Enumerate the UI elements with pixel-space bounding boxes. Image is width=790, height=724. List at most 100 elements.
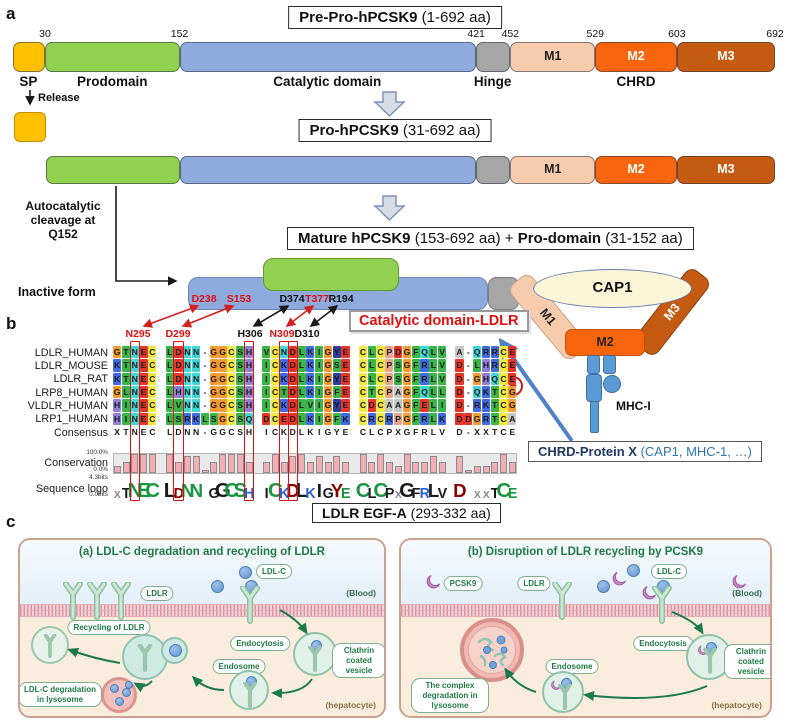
alignment-cell: D <box>288 386 297 399</box>
logo-letter: L <box>163 478 177 502</box>
logo-letter: D <box>453 480 467 502</box>
alignment-cell: E <box>508 359 517 372</box>
alignment-cell: N <box>183 372 192 385</box>
mhc-body <box>586 374 602 402</box>
ldlc-particle <box>211 580 224 593</box>
alignment-cell: V <box>439 427 446 438</box>
bar2-segment-hinge <box>476 156 511 184</box>
alignment-cell: G <box>323 412 333 425</box>
bar1-segment-m1: M1 <box>510 42 596 72</box>
alignment-cell: P <box>385 346 394 359</box>
alignment-cell: G <box>113 386 122 399</box>
alignment-cell: L <box>297 359 306 372</box>
alignment-row-name: Consensus <box>53 426 108 439</box>
alignment-cell: C <box>148 412 157 425</box>
alignment-cell: N <box>192 359 201 372</box>
alignment-cell: T <box>492 427 498 438</box>
conservation-bar <box>262 461 271 473</box>
alignment-cell: L <box>367 359 376 372</box>
blood-label-left: (Blood) <box>346 588 376 598</box>
cleavage-label: Autocatalytic cleavage at Q152 <box>14 199 112 241</box>
logo-letter: N <box>180 480 195 502</box>
alignment-cell: V <box>438 346 447 359</box>
alignment-cell: L <box>165 359 174 372</box>
title-preprohpcsk9-rest: (1-692 aa) <box>417 9 491 26</box>
conservation-bar <box>368 461 376 473</box>
logo-letter: L <box>367 485 377 502</box>
alignment-cell: C <box>148 346 157 359</box>
alignment-cell: C <box>271 372 280 385</box>
conservation-bar <box>201 470 209 473</box>
alignment-cell: C <box>376 412 385 425</box>
alignment-cell: S <box>174 412 183 425</box>
alignment-cell: D <box>455 372 464 385</box>
alignment-cell: L <box>298 427 305 438</box>
conservation-bar <box>324 461 332 473</box>
site-annotation-R194: R194 <box>328 293 354 305</box>
released-sp-box <box>14 112 46 142</box>
logo-letter: L <box>427 480 440 502</box>
highlight-column <box>243 341 255 501</box>
title-mature-bold1: Mature hPCSK9 <box>298 230 411 247</box>
alignment-cell: S <box>236 359 245 372</box>
alignment-cell: K <box>307 427 314 438</box>
alignment-cell: C <box>499 359 508 372</box>
alignment-cell: V <box>306 399 315 412</box>
alignment-cell: E <box>139 386 148 399</box>
down-block-arrow-2 <box>373 195 406 222</box>
hepatocyte-label-right: (hepatocyte) <box>711 700 762 710</box>
alignment-cell: C <box>358 372 368 385</box>
conservation-bar <box>421 461 429 473</box>
alignment-cell: - <box>203 373 207 384</box>
alignment-cell: N <box>130 386 139 399</box>
alignment-cell: H <box>113 412 122 425</box>
ldlc-pill-left: LDL-C <box>256 564 292 579</box>
chrd-protein-x-box: CHRD-Protein X (CAP1, MHC-1, …) <box>528 441 762 462</box>
title-mature-rest2: (31-152 aa) <box>601 230 683 247</box>
alignment-cell: C <box>227 386 236 399</box>
alignment-cell: I <box>315 412 324 425</box>
ldlc-in-lysosome <box>115 697 124 706</box>
conservation-max: 100.0% <box>86 449 108 456</box>
alignment-cell: G <box>473 412 482 425</box>
conservation-bar <box>385 461 394 473</box>
conservation-bar <box>464 470 473 473</box>
panel-c-label: c <box>6 512 16 531</box>
residue-label-D310: D310 <box>294 328 320 340</box>
bar1-tick: 452 <box>501 28 520 40</box>
alignment-cell: L <box>430 427 436 438</box>
alignment-cell: I <box>121 399 131 412</box>
alignment-cell: L <box>165 412 174 425</box>
ldlr-pill-left: LDLR <box>140 586 174 601</box>
alignment-cell: X <box>474 427 481 438</box>
cleavage-line1: Autocatalytic <box>25 199 101 213</box>
chrd-protein-x-bold: CHRD-Protein X <box>538 444 637 459</box>
pcsk9-icon <box>732 575 746 589</box>
alignment-cell: C <box>149 427 156 438</box>
alignment-cell: X <box>395 427 402 438</box>
conservation-bar <box>245 461 253 473</box>
conservation-bar <box>438 461 446 473</box>
receptor-in-sorting-icon <box>137 644 153 672</box>
alignment-cell: K <box>279 359 289 372</box>
panel-a-label: a <box>6 4 16 23</box>
alignment-cell: D <box>288 359 297 372</box>
alignment-cell: E <box>508 372 517 385</box>
receptor-in-endosome-icon <box>243 682 257 708</box>
alignment-cell: I <box>262 359 271 372</box>
alignment-cell: Y <box>333 427 340 438</box>
receptor-in-endosome-icon <box>558 684 572 710</box>
alignment-cell: K <box>306 412 315 425</box>
alignment-cell: L <box>429 359 438 372</box>
logo-letter: G <box>208 485 220 502</box>
logo-letter: D <box>173 485 184 502</box>
alignment-cell: F <box>411 372 420 385</box>
logo-letter: C <box>355 478 371 502</box>
alignment-cell: K <box>306 359 315 372</box>
alignment-cell: C <box>376 386 385 399</box>
alignment-cell: T <box>121 346 131 359</box>
bar2-segment-m3: M3 <box>676 156 775 184</box>
alignment-cell: L <box>429 372 438 385</box>
ldlr-receptor-icon <box>87 582 107 620</box>
